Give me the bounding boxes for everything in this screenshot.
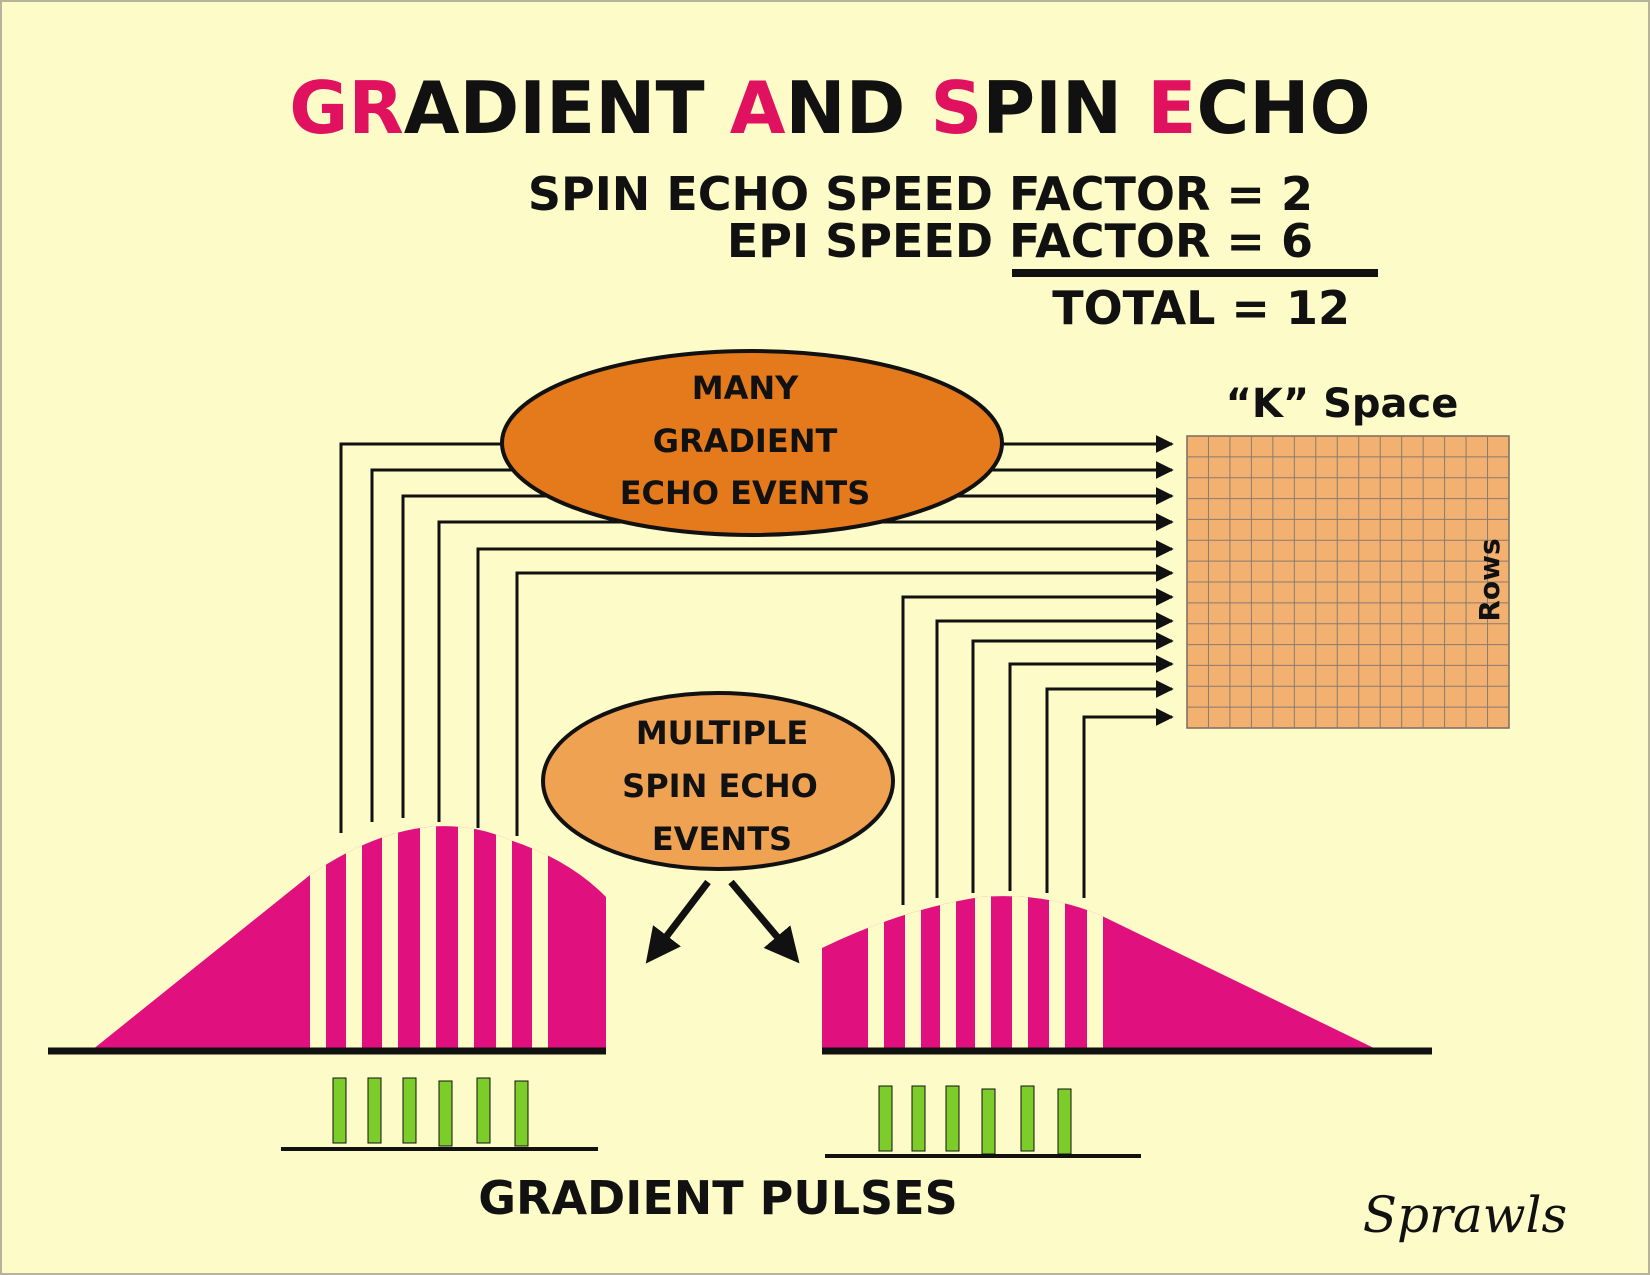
gradient-ellipse-line-2: GRADIENT — [653, 422, 838, 460]
connector-line — [1082, 708, 1174, 898]
hump-stripe — [975, 896, 991, 1050]
left-hump-stripes — [310, 826, 548, 1050]
hump-stripe — [905, 896, 921, 1050]
hump-stripe — [1012, 896, 1028, 1050]
page-title: GRADIENT AND SPIN ECHO — [289, 66, 1371, 150]
spin-ellipse-line-1: MULTIPLE — [636, 714, 808, 752]
connector-line — [935, 612, 1174, 898]
title-segment: E — [1147, 66, 1196, 150]
gradient-pulse — [1057, 1088, 1072, 1155]
gradient-pulse — [981, 1088, 996, 1155]
connector-line — [437, 513, 1174, 822]
left-echo-hump — [92, 826, 606, 1050]
gradient-pulse — [438, 1080, 453, 1147]
gradient-ellipse-line-3: ECHO EVENTS — [620, 474, 871, 512]
hump-stripe — [1049, 896, 1065, 1050]
title-segment: GR — [289, 66, 404, 150]
gradient-pulse — [402, 1077, 417, 1144]
gradient-pulse — [945, 1085, 960, 1152]
title-segment: CHO — [1196, 66, 1370, 150]
hump-stripe — [496, 826, 512, 1050]
arrow-right — [728, 879, 800, 964]
gradient-pulse — [476, 1077, 491, 1144]
gradient-pulses-label: GRADIENT PULSES — [478, 1171, 957, 1225]
connector-line — [901, 588, 1174, 905]
hump-stripe — [1087, 896, 1103, 1050]
hump-stripe — [458, 826, 474, 1050]
hump-stripe — [868, 896, 884, 1050]
signature: Sprawls — [1363, 1186, 1567, 1244]
epi-factor-text: EPI SPEED FACTOR = 6 — [727, 214, 1313, 268]
connector-line — [476, 540, 1174, 828]
connector-line — [515, 564, 1174, 836]
hump-stripe — [346, 826, 362, 1050]
title-segment: S — [931, 66, 983, 150]
hump-stripe — [420, 826, 436, 1050]
gradient-pulse — [332, 1077, 347, 1144]
spin-echo-ellipse — [541, 691, 895, 871]
hump-stripe — [310, 826, 326, 1050]
gradient-pulse — [514, 1080, 529, 1147]
right-gradient-pulses — [878, 1085, 1072, 1155]
title-segment: PIN — [982, 66, 1147, 150]
title-segment: ND — [785, 66, 930, 150]
spin-ellipse-line-3: EVENTS — [652, 820, 792, 858]
kspace-title: “K” Space — [1226, 381, 1459, 427]
gradient-ellipse-line-1: MANY — [692, 369, 799, 407]
kspace-grid — [1186, 435, 1510, 729]
spin-echo-factor-text: SPIN ECHO SPEED FACTOR = 2 — [528, 167, 1313, 221]
title-segment: ADIENT — [404, 66, 730, 150]
total-text: TOTAL = 12 — [1052, 281, 1350, 335]
right-connectors — [901, 588, 1174, 905]
connector-line — [1045, 680, 1174, 893]
gradient-pulse — [878, 1085, 893, 1152]
gradient-echo-ellipse — [500, 349, 1004, 537]
hump-stripe — [382, 826, 398, 1050]
right-echo-hump — [822, 896, 1378, 1050]
title-segment: A — [730, 66, 786, 150]
connector-line — [971, 632, 1174, 893]
gradient-pulse — [367, 1077, 382, 1144]
connector-line — [1008, 655, 1174, 891]
hump-stripe — [940, 896, 956, 1050]
right-hump-stripes — [868, 896, 1103, 1050]
gradient-pulse — [1020, 1085, 1035, 1152]
arrow-left — [645, 879, 711, 964]
gradient-pulse — [911, 1085, 926, 1152]
left-gradient-pulses — [332, 1077, 529, 1147]
spin-ellipse-line-2: SPIN ECHO — [622, 767, 818, 805]
kspace-rows-label: Rows — [1473, 538, 1506, 621]
hump-stripe — [532, 826, 548, 1050]
